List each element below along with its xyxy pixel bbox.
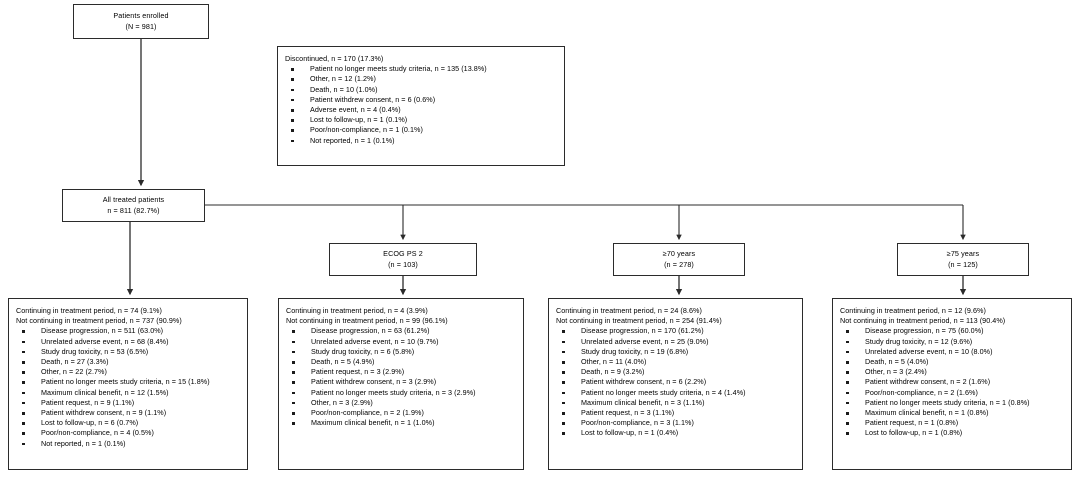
outcomes-all-reason-list: Disease progression, n = 511 (63.0%) Unr… <box>16 326 241 448</box>
list-item: Death, n = 5 (4.0%) <box>840 357 1065 367</box>
age70-count: (n = 278) <box>664 259 694 269</box>
list-item: Unrelated adverse event, n = 10 (9.7%) <box>286 337 517 347</box>
list-item: Study drug toxicity, n = 12 (9.6%) <box>840 337 1065 347</box>
node-outcomes-ecog-ps-2: Continuing in treatment period, n = 4 (3… <box>278 298 524 470</box>
list-item: Patient withdrew consent, n = 9 (1.1%) <box>16 408 241 418</box>
list-item: Lost to follow-up, n = 1 (0.1%) <box>285 115 558 125</box>
list-item: Patient request, n = 1 (0.8%) <box>840 418 1065 428</box>
list-item: Disease progression, n = 63 (61.2%) <box>286 326 517 336</box>
list-item: Death, n = 5 (4.9%) <box>286 357 517 367</box>
ecog-count: (n = 103) <box>388 259 418 269</box>
list-item: Patient request, n = 3 (2.9%) <box>286 367 517 377</box>
list-item: Patient withdrew consent, n = 6 (0.6%) <box>285 95 558 105</box>
list-item: Patient no longer meets study criteria, … <box>556 388 796 398</box>
list-item: Patient withdrew consent, n = 2 (1.6%) <box>840 377 1065 387</box>
list-item: Lost to follow-up, n = 6 (0.7%) <box>16 418 241 428</box>
list-item: Death, n = 10 (1.0%) <box>285 85 558 95</box>
outcomes-age70-reason-list: Disease progression, n = 170 (61.2%) Unr… <box>556 326 796 438</box>
node-subgroup-age-75: ≥75 years (n = 125) <box>897 243 1029 276</box>
list-item: Disease progression, n = 511 (63.0%) <box>16 326 241 336</box>
list-item: Patient no longer meets study criteria, … <box>16 377 241 387</box>
list-item: Unrelated adverse event, n = 68 (8.4%) <box>16 337 241 347</box>
list-item: Study drug toxicity, n = 19 (6.8%) <box>556 347 796 357</box>
all-treated-label: All treated patients <box>102 195 165 204</box>
list-item: Patient withdrew consent, n = 6 (2.2%) <box>556 377 796 387</box>
outcomes-all-continuing: Continuing in treatment period, n = 74 (… <box>16 306 162 315</box>
outcomes-all-not-continuing: Not continuing in treatment period, n = … <box>16 316 182 326</box>
all-treated-count: n = 811 (82.7%) <box>107 205 160 215</box>
list-item: Study drug toxicity, n = 53 (6.5%) <box>16 347 241 357</box>
list-item: Patient no longer meets study criteria, … <box>286 388 517 398</box>
node-subgroup-age-70: ≥70 years (n = 278) <box>613 243 745 276</box>
list-item: Patient no longer meets study criteria, … <box>285 64 558 74</box>
list-item: Poor/non-compliance, n = 3 (1.1%) <box>556 418 796 428</box>
list-item: Poor/non-compliance, n = 2 (1.6%) <box>840 388 1065 398</box>
list-item: Maximum clinical benefit, n = 3 (1.1%) <box>556 398 796 408</box>
patients-enrolled-count: (N = 981) <box>125 21 157 31</box>
list-item: Other, n = 3 (2.4%) <box>840 367 1065 377</box>
list-item: Patient request, n = 9 (1.1%) <box>16 398 241 408</box>
list-item: Maximum clinical benefit, n = 1 (1.0%) <box>286 418 517 428</box>
list-item: Poor/non-compliance, n = 1 (0.1%) <box>285 125 558 135</box>
list-item: Lost to follow-up, n = 1 (0.8%) <box>840 428 1065 438</box>
outcomes-age75-reason-list: Disease progression, n = 75 (60.0%) Stud… <box>840 326 1065 438</box>
outcomes-ecog-reason-list: Disease progression, n = 63 (61.2%) Unre… <box>286 326 517 428</box>
list-item: Unrelated adverse event, n = 10 (8.0%) <box>840 347 1065 357</box>
patients-enrolled-label: Patients enrolled <box>113 11 169 20</box>
list-item: Death, n = 27 (3.3%) <box>16 357 241 367</box>
list-item: Patient withdrew consent, n = 3 (2.9%) <box>286 377 517 387</box>
outcomes-age75-not-continuing: Not continuing in treatment period, n = … <box>840 316 1006 326</box>
outcomes-age70-not-continuing: Not continuing in treatment period, n = … <box>556 316 722 326</box>
outcomes-ecog-not-continuing: Not continuing in treatment period, n = … <box>286 316 448 326</box>
age70-label: ≥70 years <box>662 249 696 258</box>
list-item: Not reported, n = 1 (0.1%) <box>285 136 558 146</box>
discontinued-header: Discontinued, n = 170 (17.3%) <box>285 54 384 63</box>
list-item: Patient no longer meets study criteria, … <box>840 398 1065 408</box>
node-outcomes-age-75: Continuing in treatment period, n = 12 (… <box>832 298 1072 470</box>
list-item: Study drug toxicity, n = 6 (5.8%) <box>286 347 517 357</box>
list-item: Maximum clinical benefit, n = 12 (1.5%) <box>16 388 241 398</box>
node-subgroup-ecog-ps-2: ECOG PS 2 (n = 103) <box>329 243 477 276</box>
list-item: Other, n = 3 (2.9%) <box>286 398 517 408</box>
outcomes-ecog-continuing: Continuing in treatment period, n = 4 (3… <box>286 306 428 315</box>
list-item: Other, n = 12 (1.2%) <box>285 74 558 84</box>
list-item: Poor/non-compliance, n = 4 (0.5%) <box>16 428 241 438</box>
list-item: Death, n = 9 (3.2%) <box>556 367 796 377</box>
list-item: Patient request, n = 3 (1.1%) <box>556 408 796 418</box>
list-item: Poor/non-compliance, n = 2 (1.9%) <box>286 408 517 418</box>
list-item: Disease progression, n = 170 (61.2%) <box>556 326 796 336</box>
outcomes-age75-continuing: Continuing in treatment period, n = 12 (… <box>840 306 986 315</box>
node-outcomes-all-treated: Continuing in treatment period, n = 74 (… <box>8 298 248 470</box>
age75-label: ≥75 years <box>946 249 980 258</box>
list-item: Adverse event, n = 4 (0.4%) <box>285 105 558 115</box>
node-patients-enrolled: Patients enrolled (N = 981) <box>73 4 209 39</box>
list-item: Other, n = 11 (4.0%) <box>556 357 796 367</box>
node-all-treated-patients: All treated patients n = 811 (82.7%) <box>62 189 205 222</box>
node-outcomes-age-70: Continuing in treatment period, n = 24 (… <box>548 298 803 470</box>
list-item: Disease progression, n = 75 (60.0%) <box>840 326 1065 336</box>
list-item: Lost to follow-up, n = 1 (0.4%) <box>556 428 796 438</box>
node-discontinued: Discontinued, n = 170 (17.3%) Patient no… <box>277 46 565 166</box>
list-item: Unrelated adverse event, n = 25 (9.0%) <box>556 337 796 347</box>
list-item: Not reported, n = 1 (0.1%) <box>16 439 241 449</box>
discontinued-reason-list: Patient no longer meets study criteria, … <box>285 64 558 146</box>
outcomes-age70-continuing: Continuing in treatment period, n = 24 (… <box>556 306 702 315</box>
list-item: Maximum clinical benefit, n = 1 (0.8%) <box>840 408 1065 418</box>
list-item: Other, n = 22 (2.7%) <box>16 367 241 377</box>
age75-count: (n = 125) <box>948 259 978 269</box>
ecog-label: ECOG PS 2 <box>383 249 423 258</box>
